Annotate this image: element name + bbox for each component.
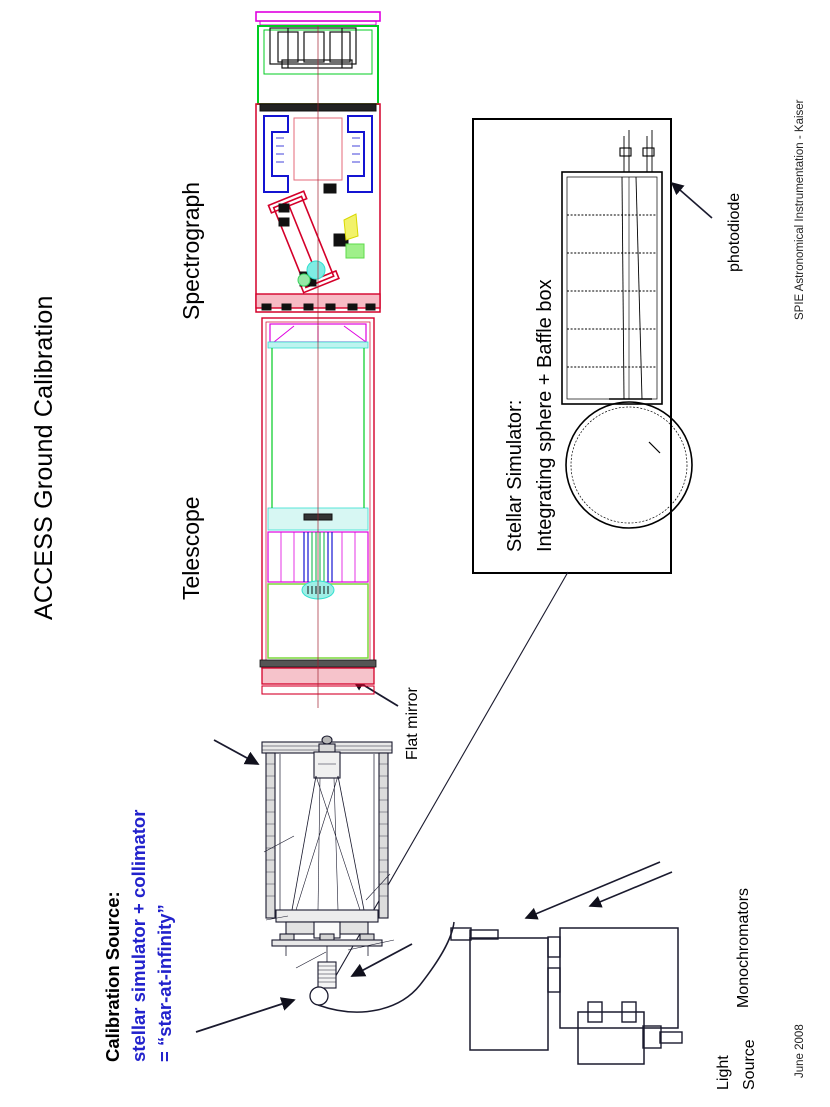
light-source-equipment [450,927,683,1065]
monochromator-leader-2 [588,871,673,908]
photodiode-leader [670,181,713,219]
integrating-sphere-baffle-drawing [561,130,693,529]
monochromator-leader-1 [524,861,661,920]
fiber-cable [317,921,455,1013]
access-instrument-cad-drawing [248,8,388,720]
fiber-leader [350,943,413,977]
collimator-leader [213,739,260,765]
sphere-leader [195,997,296,1033]
collimator-cad-drawing [256,724,398,1014]
stellar-simulator-inset: Stellar Simulator: Integrating sphere + … [472,118,693,574]
